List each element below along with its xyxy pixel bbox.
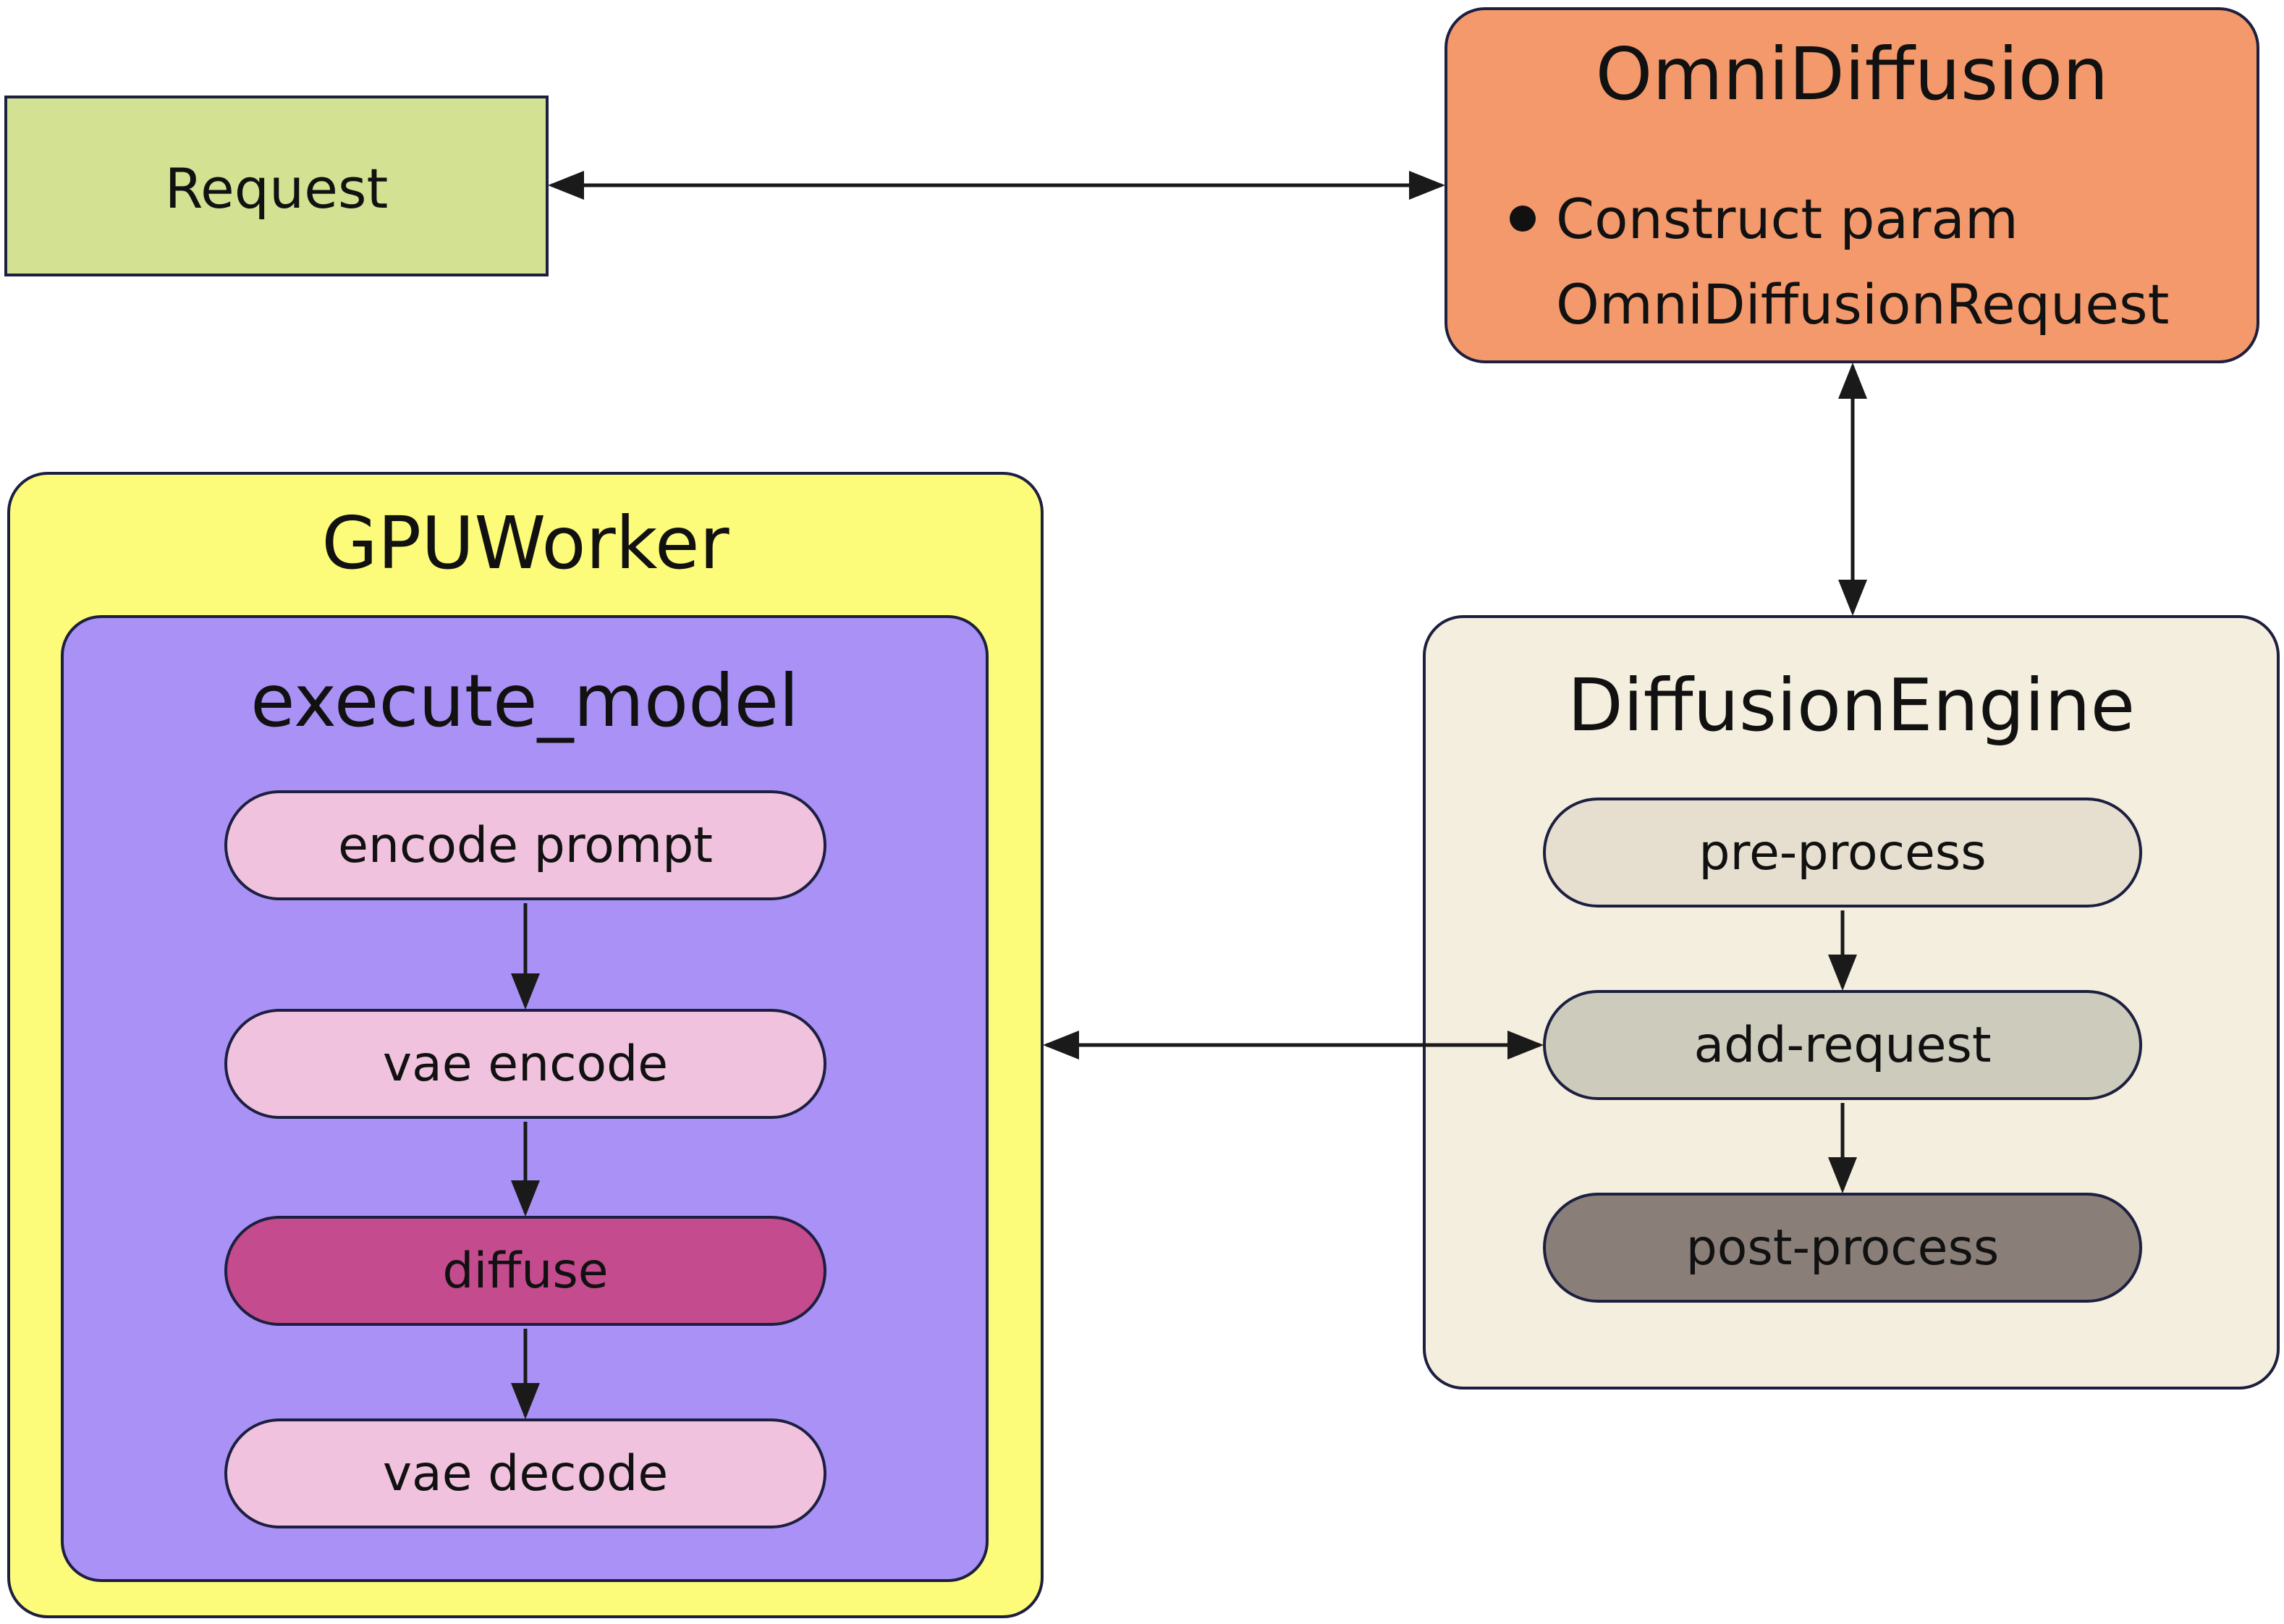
omni-diffusion-title: OmniDiffusion — [1595, 32, 2109, 117]
omni-diffusion-box: OmniDiffusion Construct param OmniDiffus… — [1445, 7, 2259, 363]
step-post-process: post-process — [1543, 1193, 2142, 1303]
request-label: Request — [164, 156, 389, 221]
omni-diffusion-bullet-line2: OmniDiffusionRequest — [1556, 272, 2170, 337]
request-box: Request — [4, 96, 549, 276]
step-pre-process: pre-process — [1543, 798, 2142, 908]
step-diffuse: diffuse — [224, 1216, 826, 1326]
step-add-request: add-request — [1543, 990, 2142, 1100]
bullet-icon — [1510, 206, 1536, 232]
diffusion-engine-title: DiffusionEngine — [1567, 663, 2136, 748]
step-vae-encode: vae encode — [224, 1009, 826, 1119]
step-encode-prompt: encode prompt — [224, 790, 826, 900]
omni-diffusion-bullet-line1: Construct param — [1556, 187, 2018, 251]
execute-model-title: execute_model — [250, 659, 799, 743]
step-vae-decode: vae decode — [224, 1418, 826, 1528]
gpu-worker-title: GPUWorker — [321, 501, 729, 585]
